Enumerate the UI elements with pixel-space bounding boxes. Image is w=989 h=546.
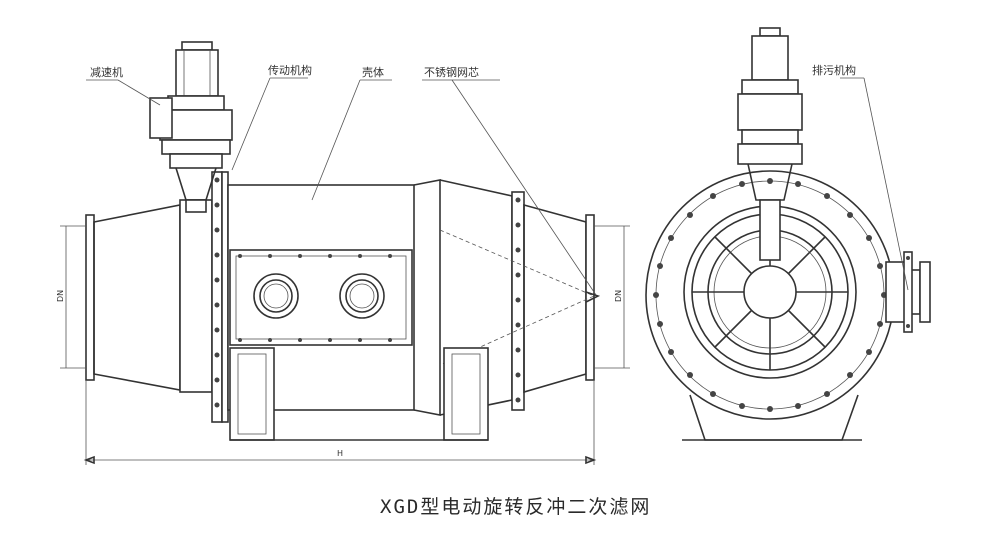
label-drain: 排污机构: [812, 63, 856, 77]
end-view-bolts: [653, 178, 887, 412]
flange-bolts: [214, 177, 521, 408]
dim-dn-left-label: DN: [56, 290, 65, 302]
label-housing: 壳体: [362, 65, 384, 79]
rotor-spokes: [692, 214, 848, 370]
drawing-caption: XGD型电动旋转反冲二次滤网: [380, 496, 651, 518]
sight-glass-left: [253, 273, 299, 319]
inlet-cone: [93, 204, 181, 391]
outlet-cone: [523, 203, 587, 394]
reducer-motor-assembly: [149, 41, 233, 213]
dim-dn-right: DN: [594, 225, 630, 369]
end-view: 排污机构: [645, 27, 931, 441]
dim-dn-right-label: DN: [614, 290, 623, 302]
dim-dn-left: DN: [56, 225, 86, 369]
label-reducer: 减速机: [90, 65, 123, 79]
dim-length: H: [83, 380, 597, 465]
body-flange-left: [211, 171, 223, 423]
end-view-motor: [737, 27, 803, 261]
dim-length-label: H: [337, 449, 343, 458]
side-view: DN DN H 减速机 传动机构 壳体 不锈钢网芯: [56, 41, 630, 465]
label-screen: 不锈钢网芯: [424, 65, 479, 79]
inlet-flange: [85, 214, 95, 381]
sight-glass-right: [339, 273, 385, 319]
support-leg-left: [229, 347, 275, 441]
drain-outlet: [885, 251, 931, 333]
support-leg-right: [443, 347, 489, 441]
label-transmission: 传动机构: [268, 63, 312, 77]
